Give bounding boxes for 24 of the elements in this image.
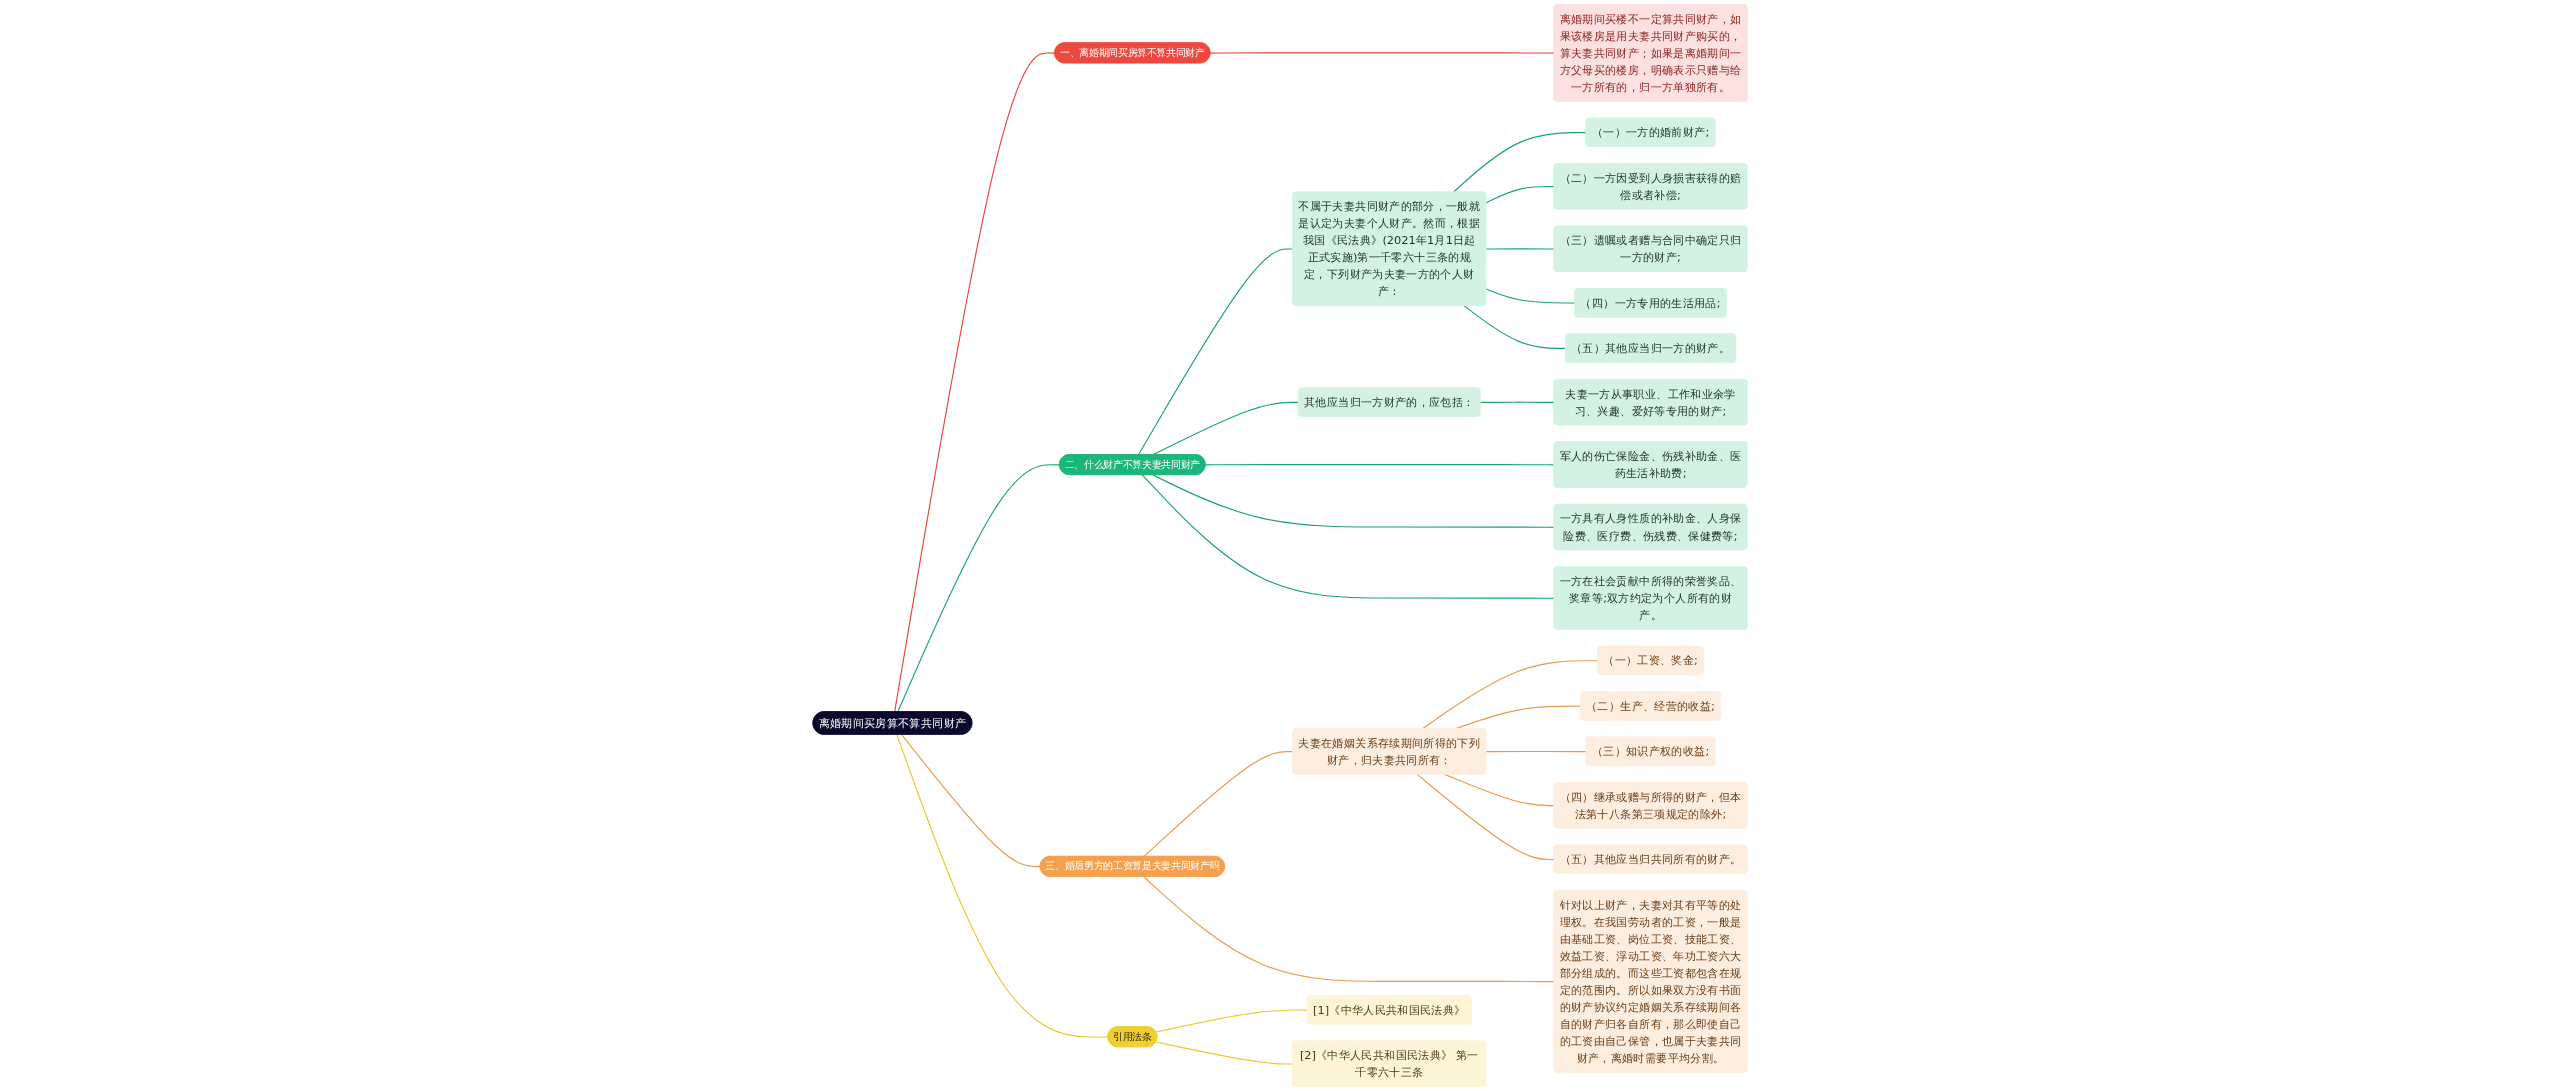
- connector: [1209, 52, 1555, 54]
- connector: [1463, 305, 1567, 349]
- connector: [894, 52, 1056, 713]
- connector: [1485, 288, 1576, 304]
- connector: [1416, 773, 1555, 861]
- connector: [1143, 751, 1294, 858]
- connector: [1152, 401, 1300, 456]
- connector: [901, 734, 1041, 868]
- connector: [1205, 464, 1555, 466]
- connector: [1485, 248, 1555, 250]
- connector: [1152, 474, 1555, 528]
- connector: [1155, 1009, 1309, 1033]
- connector: [1155, 1041, 1294, 1065]
- connector: [896, 734, 1109, 1038]
- connector: [1137, 248, 1294, 456]
- connector: [1421, 660, 1599, 730]
- connector: [1452, 132, 1587, 193]
- connector: [897, 464, 1061, 713]
- connector: [1485, 185, 1555, 204]
- connector: [1479, 401, 1555, 403]
- connector: [1143, 876, 1555, 983]
- connector: [1485, 750, 1587, 753]
- connector: [1141, 474, 1555, 599]
- connector: [1444, 773, 1555, 807]
